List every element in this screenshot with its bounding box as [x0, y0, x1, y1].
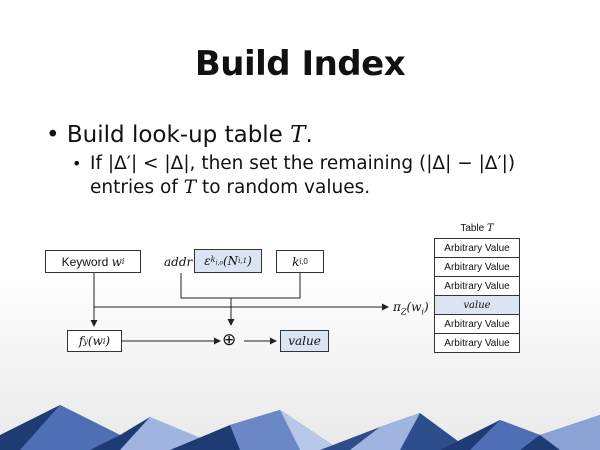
f-arg-sub: i [102, 336, 106, 346]
table-cell: Arbitrary Value [434, 276, 520, 296]
bullet-2-line-2-b: to random values. [196, 177, 371, 198]
table-title: Table T [460, 223, 494, 234]
xor-icon: ⊕ [222, 330, 237, 349]
keyword-sub: i [121, 257, 125, 266]
bullet-2: • If |Δ′| < |Δ|, then set the remaining … [72, 152, 556, 200]
table-cell: Arbitrary Value [434, 314, 520, 334]
key-sub: i,0 [299, 257, 308, 266]
addr-label: addr [164, 255, 193, 269]
slide-title: Build Index [194, 44, 406, 84]
mountain-shape [540, 415, 600, 450]
mountain-decoration [0, 405, 600, 450]
bullet-1-text: Build look-up table [66, 122, 291, 148]
enc-sub: ki,o [210, 255, 223, 267]
enc-symbol: ε [204, 254, 211, 268]
table-var: T [290, 122, 306, 148]
mountain-shape [280, 410, 340, 450]
table-cell: Arbitrary Value [434, 257, 520, 277]
pi-label: πZ(wi) [393, 300, 429, 317]
enc-arg: (N [222, 254, 239, 268]
table-var-2: T [183, 177, 197, 198]
mountain-shape [470, 420, 540, 450]
bullet-1: • Build look-up table T. [46, 122, 313, 148]
enc-arg-sub: i,1 [238, 257, 248, 265]
value-box: value [280, 330, 329, 352]
mountain-shape [350, 413, 420, 450]
table-cell: Arbitrary Value [434, 333, 520, 353]
keyword-label: Keyword [61, 254, 109, 269]
mountain-shape [20, 405, 120, 450]
sub-bullet-dot: • [72, 154, 82, 173]
f-label: f [78, 334, 84, 348]
bullet-dot: • [46, 122, 60, 148]
table-cell-value: value [434, 295, 520, 315]
keyword-var: w [111, 254, 122, 269]
mountain-shape [230, 410, 300, 450]
bullet-2-line-2-a: entries of [90, 177, 184, 198]
f-close: ) [105, 334, 111, 348]
f-arg: (w [87, 334, 103, 348]
key-var: k [292, 254, 300, 269]
bullet-2-line-1: If |Δ′| < |Δ|, then set the remaining (|… [90, 153, 516, 174]
table-cell: Arbitrary Value [434, 238, 520, 258]
bullet-1-end: . [305, 122, 313, 148]
f-sub: y [83, 336, 88, 346]
addr-bracket [180, 273, 301, 299]
enc-close: ) [247, 254, 252, 268]
bullet-2-line-2: entries of T to random values. [76, 176, 556, 200]
